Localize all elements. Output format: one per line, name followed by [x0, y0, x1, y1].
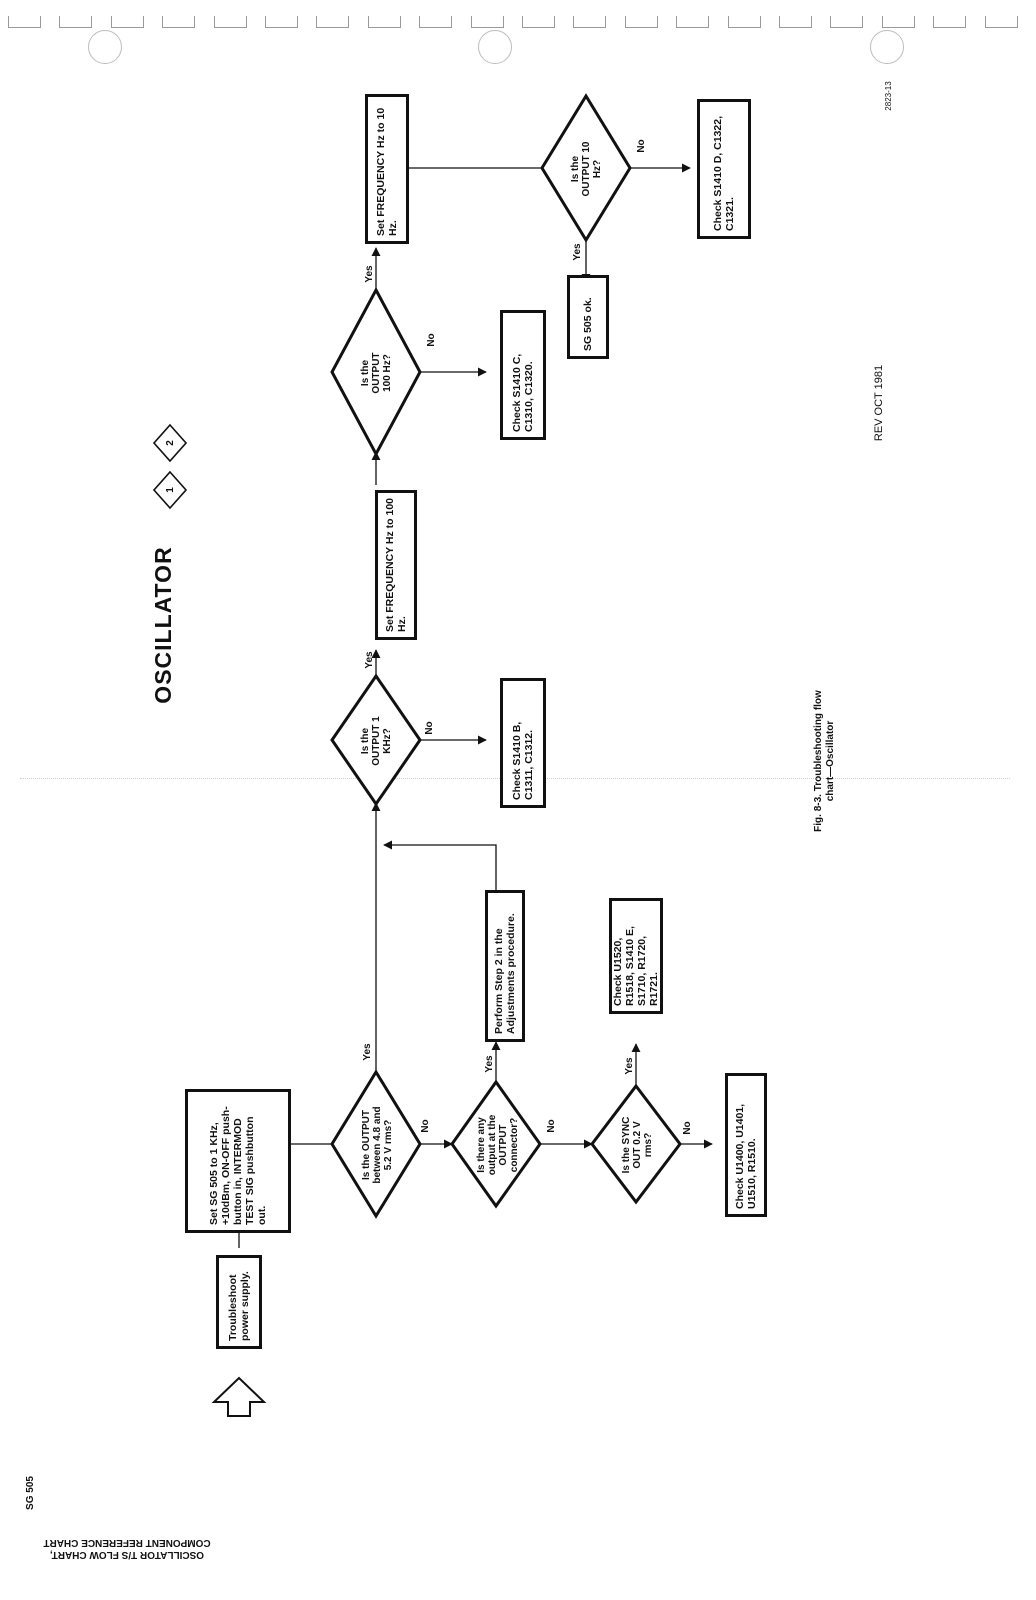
- box-set-100hz: Set FREQUENCY Hz to 100 Hz.: [375, 490, 417, 640]
- decision-text-1khz: Is the OUTPUT 1 KHz?: [359, 716, 393, 766]
- decision-any-output: [450, 1079, 542, 1209]
- box-set-1khz: Set SG 505 to 1 KHz, +10dBm, ON-OFF push…: [185, 1089, 291, 1233]
- box-set-10hz: Set FREQUENCY Hz to 10 Hz.: [365, 94, 409, 244]
- box-check-u1400: Check U1400, U1401, U1510, R1510.: [725, 1073, 767, 1217]
- punch-tab: [779, 16, 812, 28]
- binder-hole: [870, 30, 904, 64]
- decision-100hz: [330, 286, 422, 458]
- box-check-s1410c: Check S1410 C, C1310, C1320.: [500, 310, 546, 440]
- punch-tab: [727, 16, 761, 28]
- punch-tab: [316, 16, 350, 28]
- label-yes: Yes: [363, 265, 375, 283]
- label-yes: Yes: [361, 1043, 373, 1061]
- box-check-s1410b: Check S1410 B, C1311, C1312.: [500, 678, 546, 808]
- box-check-u1520: Check U1520, R1518, S1410 E, S1710, R172…: [609, 898, 663, 1014]
- punch-tab: [984, 16, 1018, 28]
- section-header: OSCILLATOR T/S FLOW CHART, COMPONENT REF…: [43, 1537, 211, 1560]
- step-badge-1: 1: [164, 487, 176, 493]
- punch-tab: [367, 16, 401, 28]
- decision-output-4-8: [330, 1069, 422, 1219]
- step-badge-2-shape: [152, 423, 188, 463]
- decision-1khz: [330, 673, 422, 807]
- decision-text-100hz: Is the OUTPUT 100 Hz?: [359, 352, 393, 394]
- label-no: No: [681, 1121, 693, 1135]
- label-no: No: [419, 1119, 431, 1133]
- decision-text-sync: Is the SYNC OUT 0.2 V rms?: [620, 1116, 654, 1174]
- punch-tab: [213, 16, 247, 28]
- decision-sync: [590, 1083, 682, 1205]
- edge-step2-return: [383, 840, 497, 890]
- punch-tab: [624, 16, 658, 28]
- punch-tab: [265, 16, 298, 28]
- box-check-s1410d: Check S1410 D, C1322, C1321.: [697, 99, 751, 239]
- step-badge-1-shape: [152, 470, 188, 510]
- figure-caption: Fig. 8-3. Troubleshooting flow chart—Osc…: [813, 690, 836, 832]
- punch-tab: [162, 16, 196, 28]
- label-yes: Yes: [483, 1055, 495, 1073]
- binder-hole: [478, 30, 512, 64]
- punch-tab: [830, 16, 864, 28]
- label-yes: Yes: [571, 243, 583, 261]
- decision-text-any-output: Is there any output at the OUTPUT connec…: [476, 1114, 520, 1176]
- decision-10hz: [540, 93, 632, 243]
- box-sg505-ok: SG 505 ok.: [567, 275, 609, 359]
- box-perform-step2: Perform Step 2 in the Adjustments proced…: [485, 890, 525, 1042]
- label-no: No: [635, 139, 647, 153]
- start-arrow-shape: [211, 1376, 267, 1417]
- punch-tab: [470, 16, 504, 28]
- revision-note: REV OCT 1981: [873, 364, 885, 442]
- punch-tab: [522, 16, 555, 28]
- drawing-number: 2823-13: [883, 81, 893, 111]
- label-no: No: [423, 721, 435, 735]
- label-yes: Yes: [363, 651, 375, 669]
- decision-text-10hz: Is the OUTPUT 10 Hz?: [569, 141, 603, 197]
- step-badge-2: 2: [164, 440, 176, 446]
- binder-hole: [88, 30, 122, 64]
- decision-text-output-4-8: Is the OUTPUT between 4.8 and 5.2 V rms?: [360, 1106, 394, 1184]
- manual-id: SG 505: [24, 1476, 36, 1510]
- punch-tab: [881, 16, 915, 28]
- label-no: No: [425, 333, 437, 347]
- label-no: No: [545, 1119, 557, 1133]
- punch-tab: [933, 16, 967, 28]
- punch-tab: [110, 16, 144, 28]
- punch-tab: [573, 16, 607, 28]
- label-yes: Yes: [623, 1057, 635, 1075]
- box-troubleshoot-power: Troubleshoot power supply.: [216, 1255, 262, 1349]
- punch-tab: [676, 16, 710, 28]
- punch-tab: [419, 16, 453, 28]
- page-title: OSCILLATOR: [149, 546, 176, 704]
- punch-tab: [8, 16, 41, 28]
- punch-tab: [59, 16, 93, 28]
